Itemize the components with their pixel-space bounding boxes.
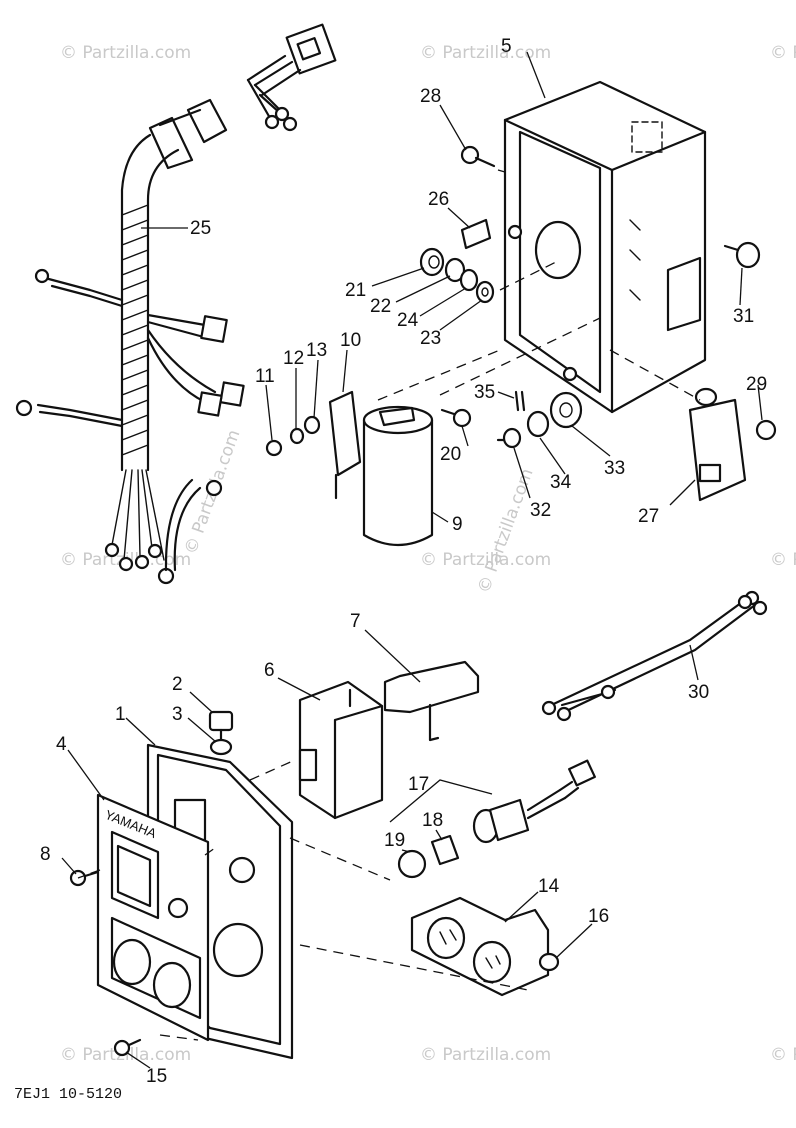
callout-28: 28 [420, 86, 441, 107]
drawing-code: 7EJ1 10-5120 [14, 1086, 122, 1103]
callout-26: 26 [428, 189, 449, 210]
bolt-31 [723, 241, 761, 269]
washer-24 [459, 268, 479, 292]
callout-9: 9 [452, 514, 463, 535]
callout-25: 25 [190, 218, 211, 239]
callout-10: 10 [340, 330, 361, 351]
callout-4: 4 [56, 734, 67, 755]
wire-harness-30 [541, 590, 768, 722]
faceplate-4: YAMAHA [96, 793, 210, 1042]
watermark: © Partzilla.com [770, 550, 796, 570]
pilot-lamp-17 [472, 759, 596, 844]
watermark: © Partzilla.com [420, 43, 551, 63]
bracket-7 [383, 660, 480, 742]
callout-35: 35 [474, 382, 495, 403]
control-box-5 [503, 80, 707, 414]
screw-11 [265, 439, 283, 457]
grommet-33 [549, 391, 583, 429]
callout-30: 30 [688, 682, 709, 703]
outlet-14 [410, 896, 550, 997]
bolt-28 [460, 145, 496, 168]
bolt-32 [496, 427, 522, 449]
switch-27 [688, 387, 747, 502]
callout-11: 11 [255, 366, 275, 387]
callout-1: 1 [115, 704, 126, 725]
washer-34 [526, 410, 550, 438]
callout-19: 19 [384, 830, 405, 851]
bracket-10 [328, 390, 362, 500]
capacitor-9 [362, 405, 434, 546]
watermark: © Partzilla.com [420, 550, 551, 570]
washer-23 [475, 280, 495, 304]
washer-3 [209, 738, 233, 756]
nut-29 [755, 419, 777, 441]
bolt-2 [208, 710, 234, 742]
callout-22: 22 [370, 296, 391, 317]
nut-22 [444, 257, 466, 283]
callout-15: 15 [146, 1066, 167, 1087]
callout-14: 14 [538, 876, 560, 897]
bulb-18 [430, 834, 460, 866]
callout-12: 12 [283, 348, 304, 369]
callout-18: 18 [422, 810, 443, 831]
wire-harness-25 [15, 23, 337, 585]
watermark: © Partzilla.com [770, 43, 796, 63]
callout-21: 21 [345, 280, 366, 301]
watermark: © Partzilla.com [770, 1045, 796, 1065]
callout-6: 6 [264, 660, 275, 681]
screw-20 [440, 408, 472, 428]
callout-3: 3 [172, 704, 183, 725]
breaker-6 [298, 680, 384, 820]
callout-5: 5 [501, 36, 512, 57]
callout-29: 29 [746, 374, 767, 395]
washer-12 [289, 427, 305, 445]
callout-24: 24 [397, 310, 419, 331]
callout-23: 23 [420, 328, 441, 349]
callout-7: 7 [350, 611, 361, 632]
callout-31: 31 [733, 306, 754, 327]
pin-35 [514, 390, 526, 412]
callout-8: 8 [40, 844, 51, 865]
callout-16: 16 [588, 906, 609, 927]
callout-2: 2 [172, 674, 183, 695]
callout-13: 13 [306, 340, 327, 361]
label-26 [460, 218, 492, 250]
callout-17: 17 [408, 774, 429, 795]
callout-20: 20 [440, 444, 461, 465]
watermark: © Partzilla.com [60, 43, 191, 63]
callout-33: 33 [604, 458, 625, 479]
watermark: © Partzilla.com [420, 1045, 551, 1065]
washer-13 [303, 415, 321, 435]
callout-layer: 5 28 26 25 21 22 24 23 31 10 13 12 11 35… [40, 36, 767, 1087]
callout-34: 34 [550, 472, 572, 493]
callout-27: 27 [638, 506, 659, 527]
knob-21 [419, 247, 445, 277]
nut-16 [538, 952, 560, 972]
screw-15 [113, 1038, 142, 1057]
watermark: © Partzilla.com [474, 466, 538, 596]
callout-32: 32 [530, 500, 551, 521]
lens-19 [397, 849, 427, 879]
